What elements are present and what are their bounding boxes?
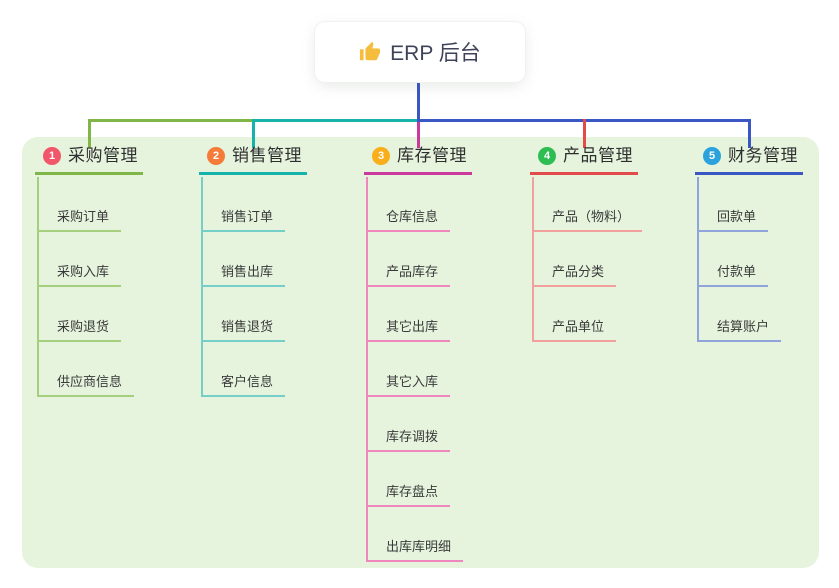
children-connector-line: [532, 177, 534, 342]
branch-node-4[interactable]: 4 产品管理: [530, 145, 638, 175]
branch-number-badge: 4: [538, 147, 556, 165]
child-node-row: 仓库信息: [366, 177, 463, 232]
trunk-line: [417, 82, 420, 122]
child-node-row: 出库库明细: [366, 507, 464, 562]
branch-number-badge: 5: [703, 147, 721, 165]
branch-label: 库存管理: [397, 146, 467, 165]
child-node-label[interactable]: 销售退货: [201, 319, 286, 342]
branch-label: 销售管理: [232, 146, 302, 165]
root-title: ERP 后台: [390, 42, 481, 65]
children-connector-line: [697, 177, 699, 342]
child-node-label[interactable]: 销售订单: [201, 209, 286, 232]
child-node-label[interactable]: 供应商信息: [37, 374, 135, 397]
child-node-label[interactable]: 产品单位: [532, 319, 617, 342]
child-node-row: 其它出库: [366, 287, 463, 342]
child-node-label[interactable]: 出库库明细: [366, 539, 464, 562]
child-node-label[interactable]: 结算账户: [697, 319, 782, 342]
child-node-row: 产品单位: [532, 287, 642, 342]
thumbs-up-icon: [359, 41, 381, 63]
child-node-row: 产品分类: [532, 232, 642, 287]
branch-node-1[interactable]: 1 采购管理: [35, 145, 143, 175]
child-node-label[interactable]: 产品（物料）: [532, 209, 643, 232]
child-node-row: 销售订单: [201, 177, 286, 232]
branch-node-3[interactable]: 3 库存管理: [364, 145, 472, 175]
child-node-label[interactable]: 库存盘点: [366, 484, 451, 507]
child-node-label[interactable]: 仓库信息: [366, 209, 451, 232]
child-node-row: 库存调拨: [366, 397, 463, 452]
children-connector-line: [37, 177, 39, 397]
child-node-row: 其它入库: [366, 342, 463, 397]
child-node-row: 结算账户: [697, 287, 782, 342]
child-node-row: 客户信息: [201, 342, 286, 397]
child-node-label[interactable]: 客户信息: [201, 374, 286, 397]
child-node-row: 回款单: [697, 177, 781, 232]
branch-children-2: 销售订单销售出库销售退货客户信息: [201, 177, 286, 397]
child-node-label[interactable]: 产品分类: [532, 264, 617, 287]
branch-drop-line: [583, 119, 586, 148]
child-node-row: 库存盘点: [366, 452, 463, 507]
child-node-label[interactable]: 销售出库: [201, 264, 286, 287]
child-node-row: 销售退货: [201, 287, 286, 342]
branch-label: 产品管理: [563, 146, 633, 165]
branch-label: 财务管理: [728, 146, 798, 165]
branch-drop-line: [88, 119, 91, 148]
child-node-row: 付款单: [697, 232, 781, 287]
child-node-label[interactable]: 采购订单: [37, 209, 122, 232]
child-node-label[interactable]: 采购退货: [37, 319, 122, 342]
branch-drop-line: [252, 119, 255, 148]
branch-label: 采购管理: [68, 146, 138, 165]
bus-segment: [252, 119, 420, 122]
branch-drop-line: [748, 119, 751, 148]
child-node-row: 产品（物料）: [532, 177, 643, 232]
child-node-row: 采购退货: [37, 287, 134, 342]
child-node-label[interactable]: 采购入库: [37, 264, 122, 287]
branches-panel: [22, 137, 819, 568]
root-node[interactable]: ERP 后台: [315, 22, 525, 82]
children-connector-line: [366, 177, 368, 562]
child-node-row: 采购入库: [37, 232, 134, 287]
child-node-label[interactable]: 产品库存: [366, 264, 451, 287]
branch-node-2[interactable]: 2 销售管理: [199, 145, 307, 175]
branch-number-badge: 3: [372, 147, 390, 165]
branch-children-5: 回款单付款单结算账户: [697, 177, 782, 342]
branch-number-badge: 2: [207, 147, 225, 165]
branch-drop-line: [417, 122, 420, 148]
branch-node-5[interactable]: 5 财务管理: [695, 145, 803, 175]
children-connector-line: [201, 177, 203, 397]
child-node-label[interactable]: 回款单: [697, 209, 769, 232]
child-node-label[interactable]: 库存调拨: [366, 429, 451, 452]
child-node-label[interactable]: 付款单: [697, 264, 769, 287]
child-node-label[interactable]: 其它出库: [366, 319, 451, 342]
child-node-row: 采购订单: [37, 177, 134, 232]
child-node-row: 供应商信息: [37, 342, 135, 397]
child-node-row: 产品库存: [366, 232, 463, 287]
child-node-row: 销售出库: [201, 232, 286, 287]
branch-number-badge: 1: [43, 147, 61, 165]
child-node-label[interactable]: 其它入库: [366, 374, 451, 397]
branch-children-4: 产品（物料） 产品分类产品单位: [532, 177, 643, 342]
branch-children-3: 仓库信息产品库存其它出库其它入库库存调拨库存盘点出库库明细: [366, 177, 464, 562]
branch-children-1: 采购订单采购入库采购退货供应商信息: [37, 177, 135, 397]
